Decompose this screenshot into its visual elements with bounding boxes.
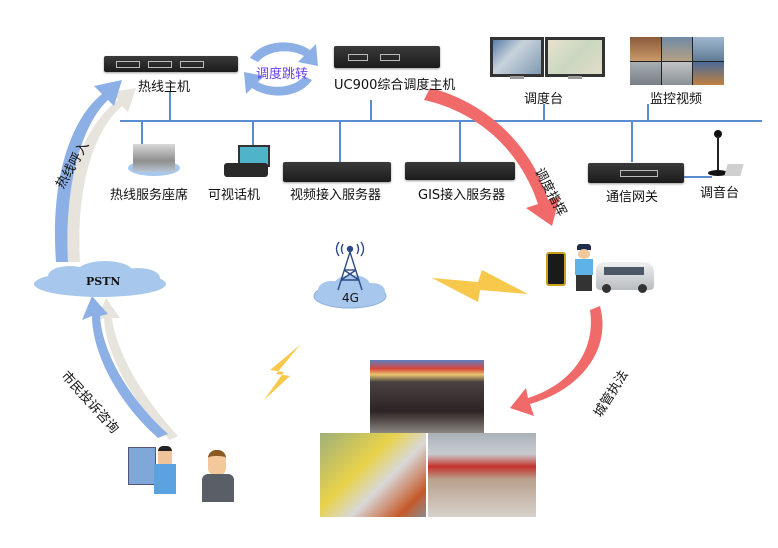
rugged-phone-icon (546, 252, 566, 286)
hotline-seat-label: 热线服务座席 (110, 188, 189, 203)
officer-icon (572, 244, 596, 292)
port-icon (180, 61, 204, 68)
audio-console-label: 调音台 (700, 186, 740, 201)
comm-gateway-device (588, 163, 684, 183)
pstn-cloud (34, 261, 166, 297)
construction-waste-photo (428, 433, 536, 517)
hotline-incoming-arrow-shadow (64, 88, 136, 262)
port-icon (380, 54, 400, 61)
lightning-icon-right (432, 270, 528, 302)
urban-enforcement-arrow (510, 306, 603, 416)
caller-man-icon (152, 446, 178, 502)
monitor-video-wall (630, 37, 724, 85)
uc900-host-device (334, 46, 440, 68)
shared-bikes-photo (320, 433, 426, 517)
dispatch-jump-arrow-bottom (244, 72, 312, 96)
monitor-video-label: 监控视频 (650, 92, 703, 107)
citizen-complaint-arrow (82, 296, 168, 438)
gis-access-server-device (405, 162, 515, 180)
hotline-seat-photo (133, 144, 175, 172)
uc900-host-label: UC900综合调度主机 (334, 78, 456, 93)
gis-access-server-label: GIS接入服务器 (418, 188, 506, 203)
crowd-photo (370, 360, 484, 433)
hotline-host-label: 热线主机 (138, 80, 191, 95)
monitor-stand (568, 76, 582, 79)
video-access-server-device (283, 162, 391, 182)
cell-tower-icon (335, 241, 365, 291)
video-phone-device (224, 145, 270, 179)
lightning-icon-left (264, 345, 300, 400)
dispatch-command-arrow (424, 88, 560, 226)
dispatch-jump-label: 调度跳转 (256, 67, 309, 82)
dispatch-jump-arrow-top (250, 42, 318, 66)
dispatch-console-label: 调度台 (524, 92, 564, 107)
businessman-phone-icon (198, 448, 238, 504)
comm-gateway-label: 通信网关 (606, 190, 659, 205)
port-icon (116, 61, 140, 68)
pstn-label: PSTN (86, 275, 121, 288)
port-icon (348, 54, 368, 61)
hotline-incoming-arrow (54, 80, 122, 262)
video-access-server-label: 视频接入服务器 (290, 188, 382, 203)
dispatch-console-monitor-right (545, 37, 605, 77)
4g-label: 4G (342, 291, 359, 305)
port-icon (148, 61, 172, 68)
enforcement-van-icon (596, 262, 654, 293)
port-icon (620, 170, 658, 177)
microphone-icon (706, 130, 746, 180)
dispatch-console-monitor-left (490, 37, 544, 77)
video-phone-label: 可视话机 (208, 188, 261, 203)
hotline-host-device (104, 56, 238, 72)
monitor-stand (510, 76, 524, 79)
payphone-icon (128, 447, 156, 485)
